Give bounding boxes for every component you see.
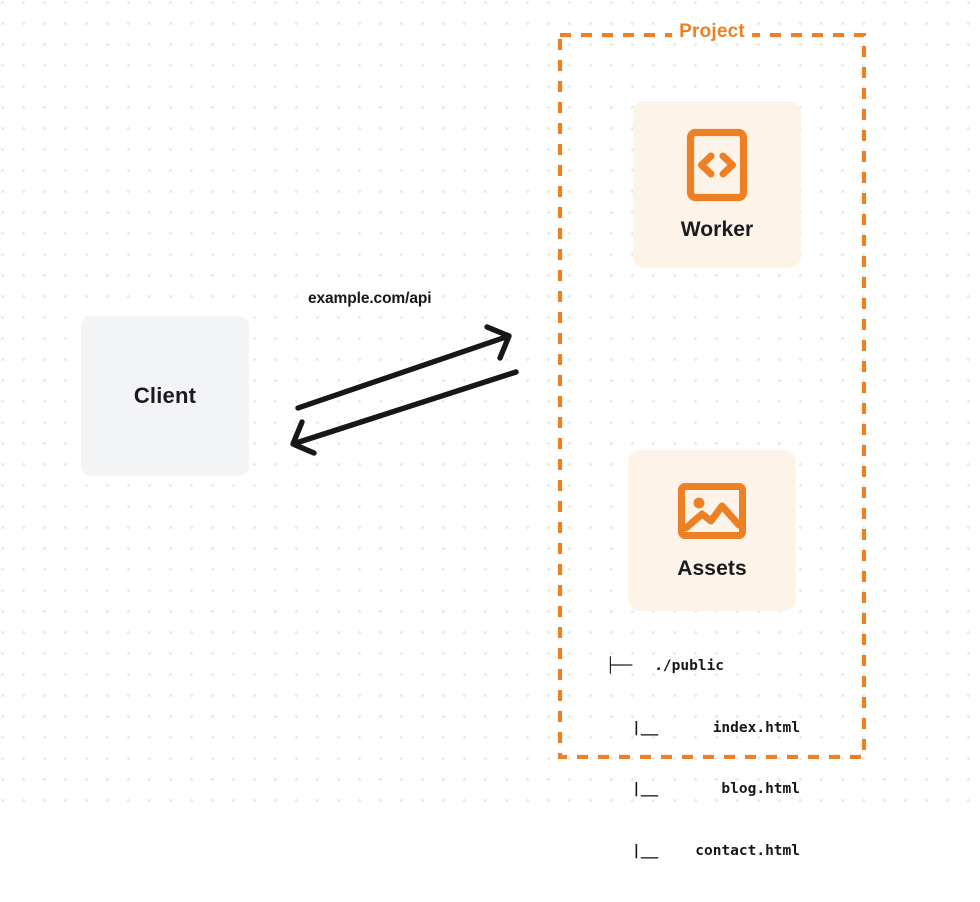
code-brackets-icon	[686, 128, 748, 202]
assets-node[interactable]: Assets	[628, 450, 796, 611]
project-title: Project	[672, 21, 752, 43]
worker-label: Worker	[680, 217, 754, 241]
response-arrow-head	[290, 419, 317, 456]
file-tree-prefix: |__	[632, 842, 659, 859]
file-tree-row: |__ blog.html	[606, 779, 800, 800]
project-group: Project Worker Assets	[558, 21, 866, 859]
file-tree-row: |__ contact.html	[606, 841, 800, 862]
file-tree-prefix: |__	[632, 781, 659, 797]
file-tree-prefix: |__	[632, 719, 659, 736]
request-arrow-line	[295, 334, 509, 411]
file-tree-row: |__ index.html	[606, 718, 800, 739]
file-tree-name: ./public	[654, 658, 725, 674]
diagram-canvas: Client example.com/api Project Wo	[0, 0, 980, 859]
assets-file-tree: ├── ./public |__ index.html |__ blog.html |…	[606, 615, 800, 902]
request-arrow-head	[484, 324, 512, 361]
file-tree-name: contact.html	[695, 842, 800, 859]
connection-endpoint-label: example.com/api	[308, 290, 432, 307]
file-tree-prefix: ├──	[606, 658, 633, 674]
worker-node[interactable]: Worker	[633, 101, 801, 268]
response-arrow-line	[293, 369, 519, 446]
file-tree-name: blog.html	[721, 781, 800, 797]
assets-label: Assets	[677, 556, 747, 580]
client-label: Client	[133, 383, 197, 408]
file-tree-row: ├── ./public	[606, 656, 800, 677]
file-tree-name: index.html	[712, 719, 800, 736]
image-icon	[677, 481, 747, 541]
client-node[interactable]: Client	[81, 316, 249, 476]
